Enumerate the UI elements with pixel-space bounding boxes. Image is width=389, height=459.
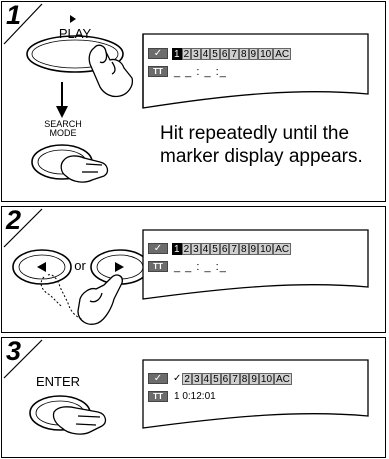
marker-9: 9 <box>249 373 259 385</box>
marker-5: 5 <box>210 48 220 60</box>
time-readout: _ _ : _ :_ <box>174 261 227 273</box>
pointing-hand-icon <box>77 274 123 325</box>
marker-3: 3 <box>191 243 201 255</box>
marker-3: 3 <box>191 48 201 60</box>
marker-4: 4 <box>200 243 211 255</box>
marker-AC: AC <box>273 48 292 60</box>
marker-1: 1 <box>172 243 182 255</box>
marker-10: 10 <box>258 373 275 385</box>
time-readout: 1 0:12:01 <box>174 391 216 402</box>
play-arrow-icon <box>70 15 76 23</box>
marker-4: 4 <box>200 48 211 60</box>
marker-10: 10 <box>258 243 274 255</box>
marker-10: 10 <box>258 48 274 60</box>
check-icon: ✓ <box>148 373 168 384</box>
step-number: 1 <box>6 0 22 30</box>
marker-5: 5 <box>211 373 221 385</box>
pointing-hand-icon <box>52 406 107 435</box>
title-track-icon: TT <box>148 261 168 272</box>
marker-4: 4 <box>201 373 212 385</box>
marker-6: 6 <box>219 243 230 255</box>
step-1-illustration <box>3 3 369 183</box>
check-icon: ✓ <box>148 243 168 254</box>
search-mode-label: SEARCH MODE <box>44 119 82 138</box>
or-label: or <box>74 258 86 273</box>
check-icon: ✓ <box>148 48 168 59</box>
marker-2: 2 <box>182 373 192 385</box>
marker-3: 3 <box>191 373 202 385</box>
step-number: 2 <box>6 205 22 235</box>
marker-7: 7 <box>230 373 240 385</box>
marker-AC: AC <box>273 243 292 255</box>
marker-9: 9 <box>248 243 259 255</box>
marker-8: 8 <box>238 243 249 255</box>
pointing-hand-icon <box>88 44 134 98</box>
step-number: 3 <box>6 336 22 366</box>
marker-5: 5 <box>210 243 220 255</box>
enter-label: ENTER <box>35 374 81 389</box>
marker-8: 8 <box>239 373 250 385</box>
title-track-icon: TT <box>148 66 168 77</box>
marker-8: 8 <box>238 48 249 60</box>
marker-7: 7 <box>229 48 239 60</box>
time-readout: _ _ : _ :_ <box>174 66 227 78</box>
marker-7: 7 <box>229 243 239 255</box>
play-label: PLAY <box>58 26 92 41</box>
marker-2: 2 <box>181 243 192 255</box>
marker-1: 1 <box>172 48 182 60</box>
title-track-icon: TT <box>148 391 168 402</box>
marker-6: 6 <box>219 48 230 60</box>
down-arrow-icon <box>56 82 68 118</box>
marker-6: 6 <box>220 373 231 385</box>
marker-AC: AC <box>274 373 292 385</box>
marker-9: 9 <box>248 48 259 60</box>
marker-check-icon: ✓ <box>173 373 182 384</box>
marker-2: 2 <box>181 48 192 60</box>
left-arrow-button-icon <box>12 249 72 285</box>
step-instruction: Hit repeatedly until the marker display … <box>160 123 363 167</box>
